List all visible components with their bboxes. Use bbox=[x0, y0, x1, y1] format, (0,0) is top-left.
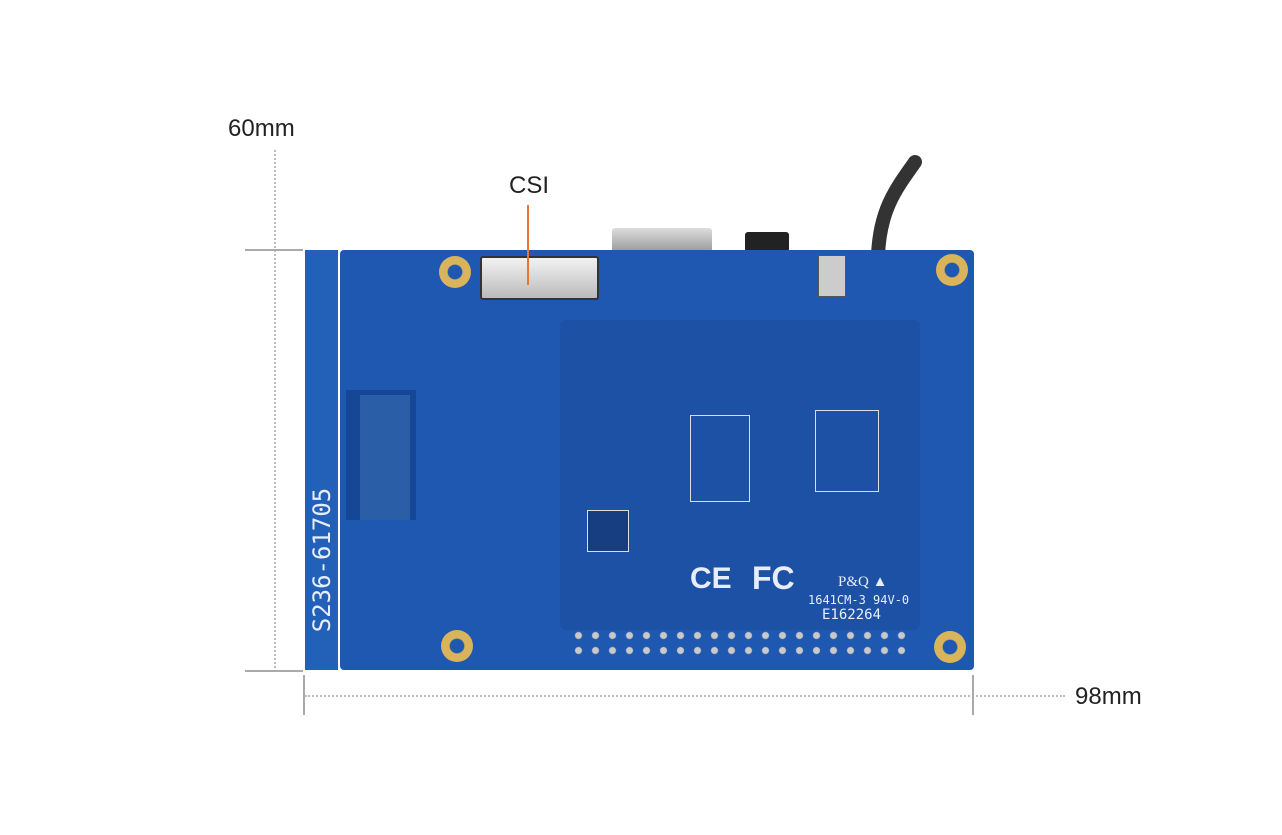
chip bbox=[360, 395, 410, 520]
mounting-hole bbox=[936, 254, 968, 286]
mounting-hole bbox=[439, 256, 471, 288]
csi-connector bbox=[480, 256, 599, 300]
part-number: S236-61705 bbox=[308, 487, 336, 633]
chip bbox=[815, 410, 879, 492]
pcb-shade bbox=[560, 320, 920, 630]
chip bbox=[587, 510, 629, 552]
csi-callout-label: CSI bbox=[509, 172, 550, 199]
rating-marking: 1641CM-3 94V-0 bbox=[808, 593, 910, 607]
pcb-breakoff-strip bbox=[305, 250, 338, 670]
chip bbox=[690, 415, 750, 502]
power-switch bbox=[818, 255, 846, 297]
file-number-marking: E162264 bbox=[822, 607, 882, 623]
width-right-tick bbox=[972, 675, 974, 715]
gpio-header-pins bbox=[570, 628, 910, 658]
width-left-tick bbox=[303, 675, 305, 715]
power-cable bbox=[871, 155, 922, 260]
width-label: 98mm bbox=[1075, 683, 1142, 710]
height-top-tick bbox=[245, 249, 303, 251]
hdmi-port bbox=[612, 228, 712, 252]
width-dotted-line bbox=[305, 695, 1065, 697]
fcc-mark: FC bbox=[752, 560, 795, 596]
audio-jack bbox=[745, 232, 789, 252]
ul-marking: P&Q ▲ bbox=[838, 574, 888, 590]
height-dotted-line bbox=[274, 150, 276, 672]
csi-callout-line bbox=[527, 205, 529, 285]
mounting-hole bbox=[934, 631, 966, 663]
mounting-hole bbox=[441, 630, 473, 662]
height-label: 60mm bbox=[228, 115, 295, 142]
height-bottom-tick bbox=[245, 670, 303, 672]
ce-mark: CE bbox=[690, 562, 732, 595]
